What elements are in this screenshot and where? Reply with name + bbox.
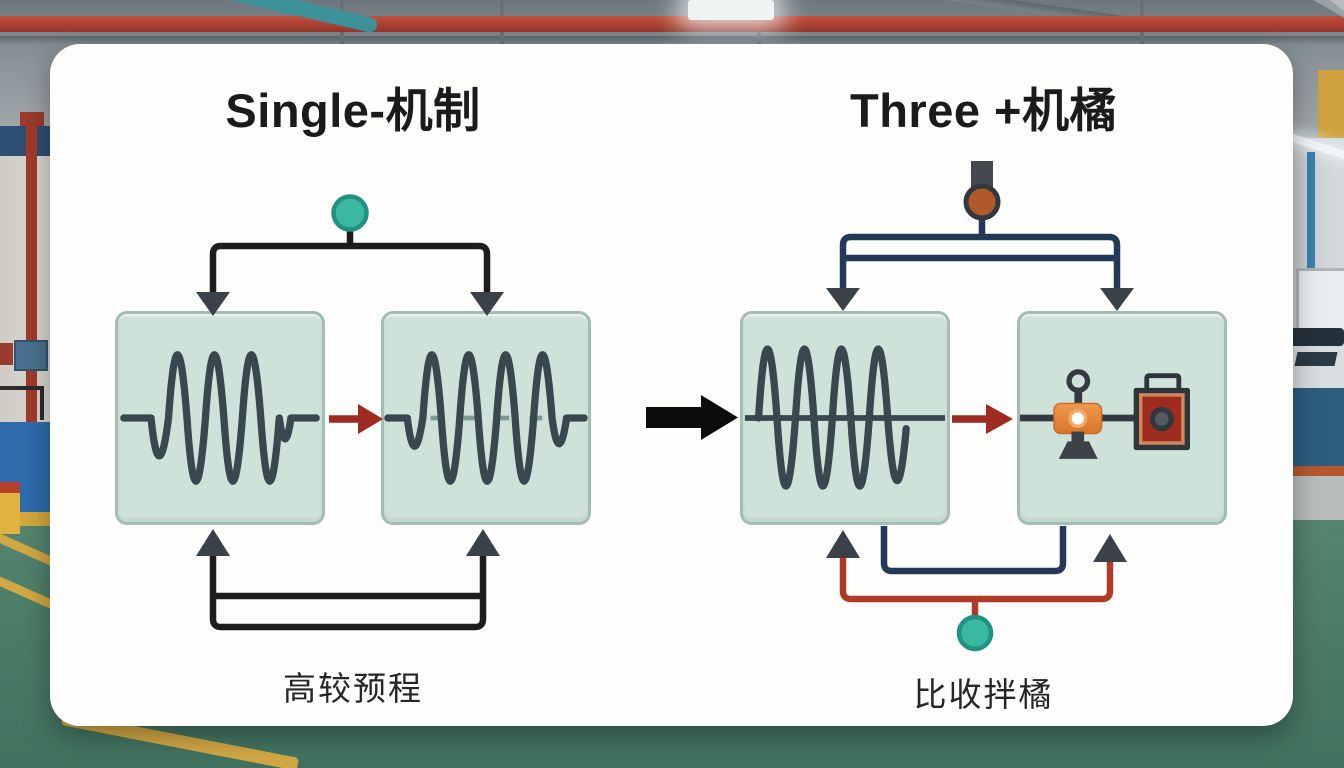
cable [40,386,44,420]
machine-panel [1294,352,1338,366]
electrical-box [14,340,48,371]
waveform-dashed-icon [384,351,588,485]
waveform-icon [120,351,320,485]
red-pipe [0,16,1344,32]
bollard [0,482,20,534]
right-box-2 [1017,311,1227,525]
walkway-strip [1290,476,1344,520]
electrical-box [0,343,13,365]
machine-hopper [1290,328,1344,346]
left-box-2 [381,311,591,525]
ceiling-beam [0,36,1344,43]
right-title: Three +机橘 [850,84,1117,137]
speaker-device-icon [1133,373,1190,451]
cable [0,386,44,390]
blue-vertical-pipe [1307,152,1315,352]
yellow-fixture [1318,70,1344,140]
left-box-1 [115,311,325,525]
pipe-bracket [20,112,44,128]
right-caption: 比收拌橘 [913,676,1054,713]
bollard-cap [0,482,20,493]
transducer-icon [1053,369,1103,459]
devices-icon [1020,369,1190,459]
window [1296,268,1344,336]
ceiling-light [688,0,774,20]
machine-base [1290,466,1344,476]
right-box-1 [740,311,950,525]
red-vertical-pipe [26,126,37,466]
machine-body [1290,388,1344,468]
left-title: Single-机制 [225,84,481,137]
waveform-baseline-icon [744,345,946,490]
left-caption: 高较预程 [283,670,423,707]
